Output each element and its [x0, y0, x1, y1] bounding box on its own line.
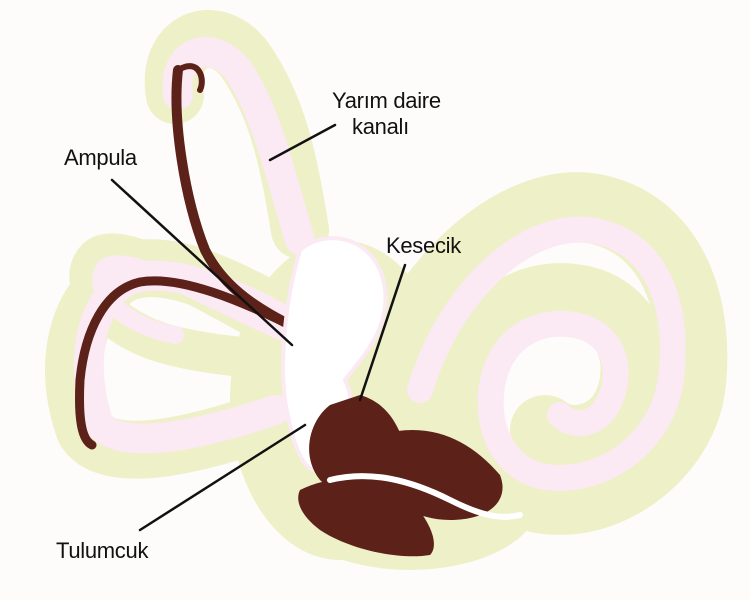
label-saccule: Kesecik	[386, 233, 461, 258]
leader-line-ampulla	[110, 178, 294, 347]
leader-line-semicircular-canal	[268, 123, 337, 162]
label-utricle: Tulumcuk	[56, 538, 149, 563]
duct-connection	[298, 479, 434, 557]
label-semicircular-canal-line2: kanalı	[352, 114, 409, 139]
leader-line-saccule	[358, 263, 407, 402]
duct-highlight	[327, 473, 523, 520]
leader-lines	[110, 123, 407, 532]
label-ampulla: Ampula	[64, 145, 137, 170]
leader-line-utricle	[138, 423, 307, 532]
label-semicircular-canal: Yarım daire kanalı	[332, 88, 441, 140]
label-semicircular-canal-line1: Yarım daire	[332, 88, 441, 113]
cochlear-duct-mass	[380, 429, 503, 520]
membranous-ducts	[75, 63, 305, 450]
